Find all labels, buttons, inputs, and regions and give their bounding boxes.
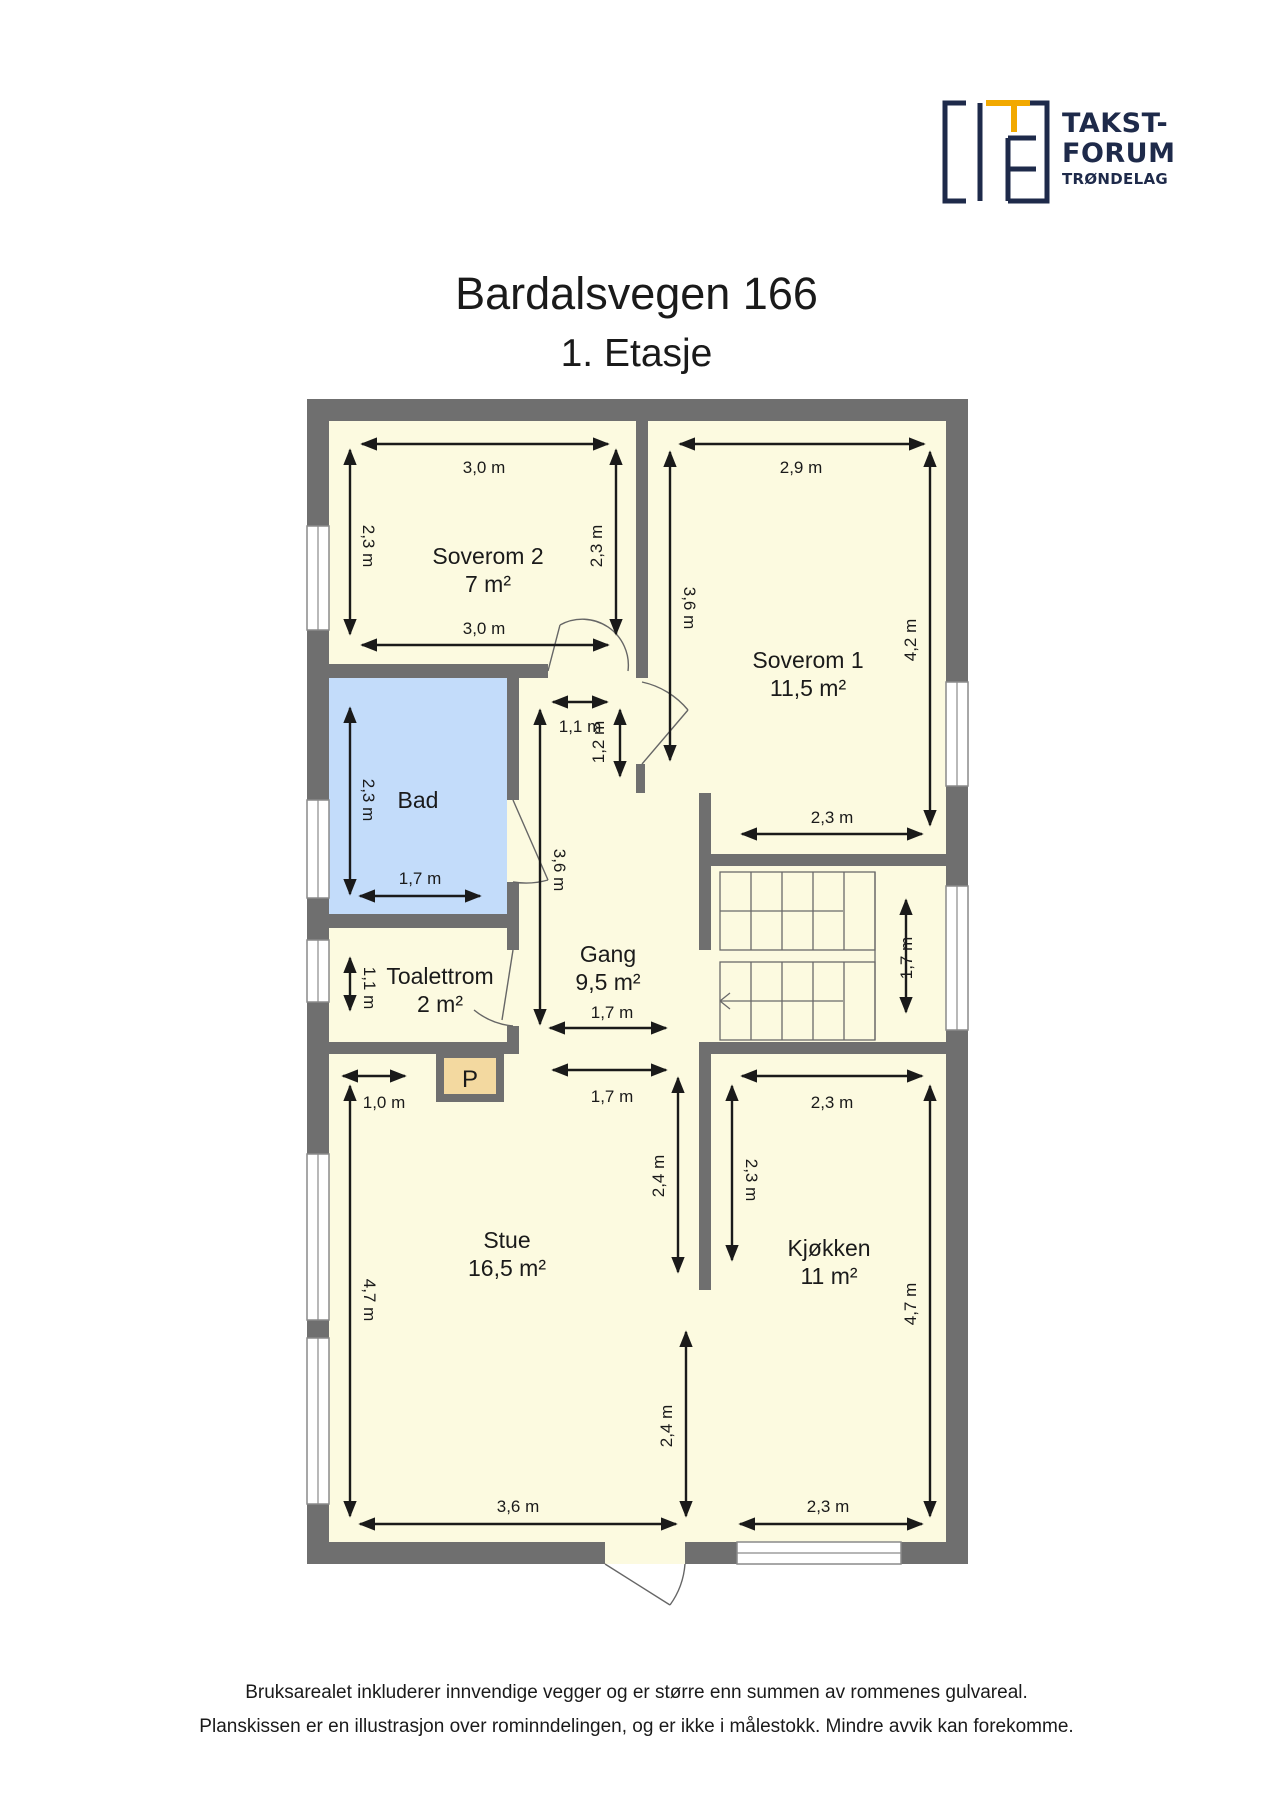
floor-soverom-2 [329,421,636,664]
floor-gang-stair-opening [695,950,715,1042]
pipe-label: P [462,1066,478,1093]
dim-label: 1,7 m [399,869,442,888]
floor-bad [329,678,507,914]
dim-label: 3,0 m [463,619,506,638]
dim-label: 4,7 m [360,1279,379,1322]
pipe-box-inner [444,1058,496,1094]
dim-label: 1,1 m [559,717,602,736]
room-area-soverom-1: 11,5 m² [770,675,847,701]
room-name-stue: Stue [483,1227,530,1253]
room-area-stue: 16,5 m² [468,1255,546,1281]
dim-label: 2,9 m [780,458,823,477]
staircase [719,871,876,1041]
room-name-toalettrom: Toalettrom [386,963,493,989]
dim-label: 1,7 m [591,1003,634,1022]
dim-label: 2,4 m [657,1405,676,1448]
floor-stue [329,1054,699,1542]
room-area-soverom-2: 7 m² [465,571,511,597]
dim-label: 1,7 m [591,1087,634,1106]
room-area-kjokken: 11 m² [800,1263,857,1289]
room-area-gang: 9,5 m² [575,969,641,995]
room-name-gang: Gang [580,941,636,967]
door-openings [507,664,685,1564]
dim-label: 3,6 m [550,849,569,892]
room-name-soverom-2: Soverom 2 [432,543,543,569]
dim-label: 4,2 m [901,619,920,662]
room-labels: Soverom 2 7 m² Soverom 1 11,5 m² Bad Toa… [386,543,870,1289]
dim-label: 2,3 m [587,525,606,568]
dim-label: 2,3 m [742,1159,761,1202]
window-sill-lines [317,526,958,1554]
floor-stue-kjokken-opening [695,1290,715,1542]
dim-label: 3,0 m [463,458,506,477]
dim-label: 1,0 m [363,1093,406,1112]
dimension-lines [341,437,937,1531]
dim-label: 1,7 m [897,937,916,980]
dim-label: 2,3 m [359,525,378,568]
dim-label: 1,1 m [360,967,379,1010]
room-floors [329,421,946,1542]
logo-line-2: FORUM [1062,138,1176,169]
dim-label: 4,7 m [901,1283,920,1326]
floor-stue-hall-link [519,1038,699,1058]
floor-toalettrom [329,928,507,1042]
floor-soverom-1 [645,421,946,854]
room-area-toalettrom: 2 m² [417,991,463,1017]
logo-line-1: TAKST- [1062,108,1169,139]
dim-label: 3,6 m [497,1497,540,1516]
dim-label: 2,3 m [811,808,854,827]
room-name-soverom-1: Soverom 1 [752,647,863,673]
dim-label: 3,6 m [680,587,699,630]
dimension-labels: 3,0 m 3,0 m 2,3 m 2,3 m 2,9 m 3,6 m 4,2 … [359,458,920,1516]
dim-label: 2,4 m [649,1155,668,1198]
floor-title: 1. Etasje [560,332,713,375]
logo-wordmark: TAKST- FORUM TRØNDELAG [1062,110,1175,187]
dim-label: 2,3 m [811,1093,854,1112]
floor-kjokken [711,1054,946,1542]
room-name-kjokken: Kjøkken [787,1235,870,1261]
dim-label: 1,2 m [589,721,608,764]
page-title: Bardalsvegen 166 [455,268,818,319]
dim-label: 2,3 m [807,1497,850,1516]
dim-label: 2,3 m [359,779,378,822]
room-name-bad: Bad [398,787,439,813]
footer-note-area: Bruksarealet inkluderer innvendige vegge… [245,1682,1028,1703]
takstforum-logo [942,100,1050,204]
floor-gang [519,678,699,1042]
logo-line-3: TRØNDELAG [1062,170,1168,188]
footer-note-disclaimer: Planskissen er en illustrasjon over romi… [199,1716,1074,1737]
